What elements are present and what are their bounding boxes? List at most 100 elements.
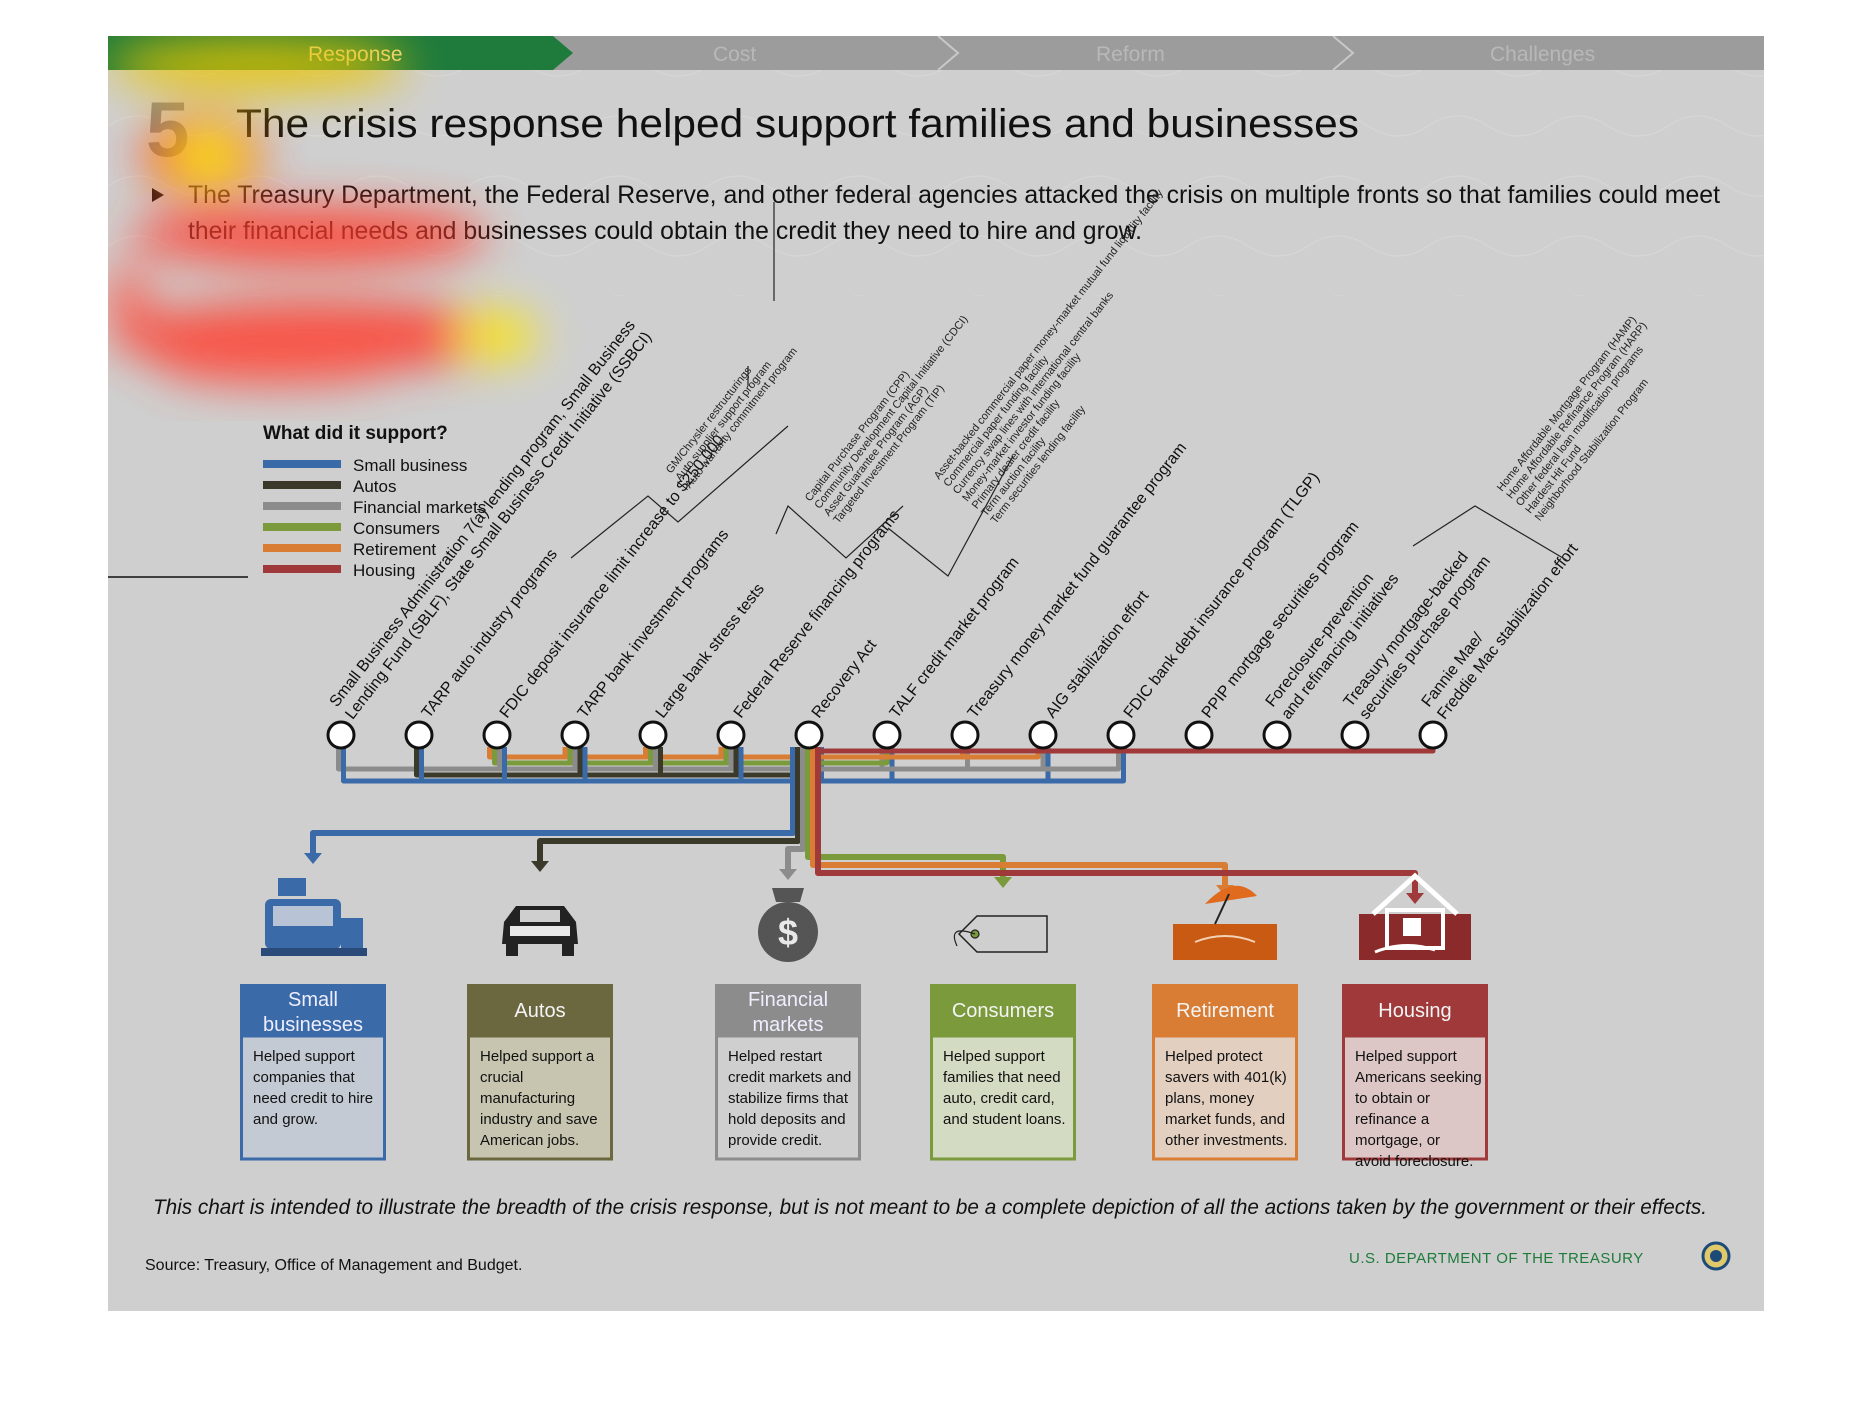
category-description-line: families that need [943, 1069, 1061, 1086]
category-body [1152, 1034, 1298, 1161]
legend-label: Autos [353, 477, 396, 496]
category-body [1342, 1034, 1488, 1161]
slide-number: 5 [146, 85, 189, 173]
category-header [1342, 984, 1488, 1036]
program-node[interactable] [404, 720, 434, 750]
category-description-line: hold deposits and [728, 1111, 846, 1128]
leader-lines [747, 202, 775, 386]
connector-line [803, 747, 1126, 784]
connector-line [723, 747, 803, 766]
legend-swatch [263, 565, 341, 573]
category-header [467, 984, 613, 1036]
money-bag-icon: $ [758, 888, 818, 962]
category-title-line1: Small [288, 989, 338, 1011]
nav-step-challenges[interactable]: Challenges [1490, 43, 1595, 66]
program-node[interactable] [638, 720, 668, 750]
category-description-line: American jobs. [480, 1132, 579, 1149]
legend-swatch [263, 460, 341, 468]
category-description-line: plans, money [1165, 1090, 1255, 1107]
nav-bar: Response Cost Reform Challenges [108, 36, 1764, 71]
program-node[interactable] [482, 720, 512, 750]
category-body [715, 1034, 861, 1161]
category-header [930, 984, 1076, 1036]
sub-list-item: Other federal loan modification programs [1514, 344, 1646, 509]
program-label-line1: TARP bank investment programs [575, 526, 733, 721]
category-description-line: industry and save [480, 1111, 598, 1128]
sub-list-bracket [570, 425, 789, 559]
program-node[interactable] [1028, 720, 1058, 750]
program-node[interactable] [326, 720, 356, 750]
program-node[interactable] [1184, 720, 1214, 750]
category-description-line: avoid foreclosure. [1355, 1153, 1473, 1170]
category-description-line: auto, credit card, [943, 1090, 1055, 1107]
connector-line [582, 747, 803, 784]
category-description-line: manufacturing [480, 1090, 575, 1107]
nav-step-reform[interactable]: Reform [1096, 43, 1165, 66]
legend-label: Small business [353, 456, 467, 475]
nav-step-cost[interactable]: Cost [713, 43, 756, 66]
legend-label: Housing [353, 561, 415, 580]
legend-label: Financial markets [353, 498, 486, 517]
program-node[interactable] [1106, 720, 1136, 750]
program-label: Recovery Act [809, 636, 881, 721]
program-labels: Small Business Administration 7(a) lendi… [326, 317, 1582, 750]
category-description-line: Helped support a [480, 1048, 595, 1065]
program-label-line1: TALF credit market program [887, 554, 1023, 721]
sub-list-sub_fore: Home Affordable Mortgage Program (HAMP)H… [1495, 314, 1651, 523]
category-description-line: need credit to hire [253, 1090, 373, 1107]
connector-line [728, 747, 803, 772]
program-label: TALF credit market program [887, 554, 1023, 721]
category-title-line2: businesses [263, 1014, 363, 1036]
legend-swatch [263, 502, 341, 510]
legend: What did it support? Small businessAutos… [263, 423, 486, 580]
legend-swatch [263, 523, 341, 531]
page-title: The crisis response helped support famil… [236, 102, 1359, 146]
program-node[interactable] [1418, 720, 1448, 750]
program-connectors [304, 747, 1436, 904]
bullet-text-line1: The Treasury Department, the Federal Res… [188, 181, 1720, 209]
category-description-line: savers with 401(k) [1165, 1069, 1287, 1086]
svg-text:$: $ [778, 912, 798, 953]
category-description-line: stabilize firms that [728, 1090, 849, 1107]
car-icon [502, 906, 578, 956]
beach-umbrella-icon [1173, 885, 1277, 960]
program-node[interactable] [950, 720, 980, 750]
category-description-line: Helped support [943, 1048, 1046, 1065]
program-node[interactable] [794, 720, 824, 750]
program-node[interactable] [872, 720, 902, 750]
legend-label: Consumers [353, 519, 440, 538]
nav-step-response[interactable]: Response [308, 43, 403, 66]
treasury-name: U.S. DEPARTMENT OF THE TREASURY [1349, 1250, 1644, 1267]
program-node[interactable] [716, 720, 746, 750]
program-label: Federal Reserve financing programs [731, 507, 904, 721]
category-description-line: Americans seeking [1355, 1069, 1482, 1086]
category-description-line: market funds, and [1165, 1111, 1285, 1128]
category-body [930, 1034, 1076, 1161]
connector-line [733, 747, 803, 778]
category-description-line: crucial [480, 1069, 523, 1086]
arrow-head-icon [531, 861, 549, 872]
category-description-line: other investments. [1165, 1132, 1288, 1149]
category-description-line: and student loans. [943, 1111, 1066, 1128]
category-description-line: to obtain or [1355, 1090, 1430, 1107]
infographic-slide: Response Cost Reform Challenges 5 The cr… [108, 36, 1764, 1311]
category-body [240, 1034, 386, 1161]
connector-line [803, 747, 1121, 772]
category-description-line: mortgage, or [1355, 1132, 1440, 1149]
price-tag-icon [953, 915, 1048, 953]
connector-line [738, 747, 803, 784]
program-node[interactable] [1262, 720, 1292, 750]
program-node[interactable] [560, 720, 590, 750]
arrow-head-icon [779, 869, 797, 880]
program-node[interactable] [1340, 720, 1370, 750]
legend-swatch [263, 481, 341, 489]
category-description-line: Helped support [253, 1048, 356, 1065]
header-texture [108, 36, 1764, 296]
sub-list-item: Auto supplier support program [673, 359, 774, 483]
sub-list-item: Auto warranty commitment program [683, 345, 800, 490]
